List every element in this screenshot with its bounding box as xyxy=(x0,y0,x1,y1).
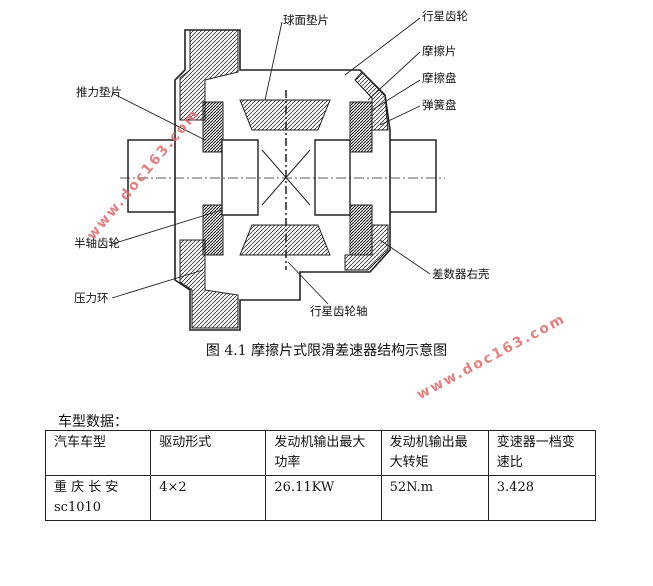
figure-caption: 图 4.1 摩擦片式限滑差速器结构示意图 xyxy=(205,343,448,359)
table-header-row: 汽车车型 驱动形式 发动机输出最大功率 发动机输出最大转矩 变速器一档变速比 xyxy=(44,430,597,476)
section-title: 车型数据： xyxy=(58,414,128,430)
table-row: 重 庆 长 安 sc1010 4×2 26.11KW 52N.m 3.428 xyxy=(44,475,597,521)
header-cell: 驱动形式 xyxy=(150,430,267,476)
label-thrust-washer: 推力垫片 xyxy=(76,85,122,99)
label-half-shaft-gear: 半轴齿轮 xyxy=(74,236,120,250)
differential-diagram xyxy=(111,17,445,331)
header-cell: 发动机输出最大功率 xyxy=(265,430,382,476)
table-cell: 4×2 xyxy=(150,475,267,521)
label-spherical-washer: 球面垫片 xyxy=(283,13,329,27)
vehicle-data-table: 汽车车型 驱动形式 发动机输出最大功率 发动机输出最大转矩 变速器一档变速比 重… xyxy=(44,430,597,521)
table-cell: 52N.m xyxy=(380,475,489,521)
header-cell: 变速器一档变速比 xyxy=(487,430,597,476)
label-friction-plate: 摩擦片 xyxy=(422,44,457,58)
label-diff-right-housing: 差数器右壳 xyxy=(432,267,490,281)
table-cell: 26.11KW xyxy=(265,475,382,521)
table-cell: 3.428 xyxy=(487,475,597,521)
label-planet-gear-shaft: 行星齿轮轴 xyxy=(310,304,368,318)
header-cell: 汽车车型 xyxy=(44,430,152,476)
label-planet-gear: 行星齿轮 xyxy=(422,9,468,23)
table-cell: 重 庆 长 安 sc1010 xyxy=(44,475,152,521)
header-cell: 发动机输出最大转矩 xyxy=(380,430,489,476)
label-spring-disc: 弹簧盘 xyxy=(422,98,457,112)
label-friction-disc: 摩擦盘 xyxy=(422,71,457,85)
label-pressure-ring: 压力环 xyxy=(74,291,109,305)
diagram-figure: 球面垫片 行星齿轮 摩擦片 摩擦盘 弹簧盘 推力垫片 半轴齿轮 压力环 行星齿轮… xyxy=(74,9,569,404)
